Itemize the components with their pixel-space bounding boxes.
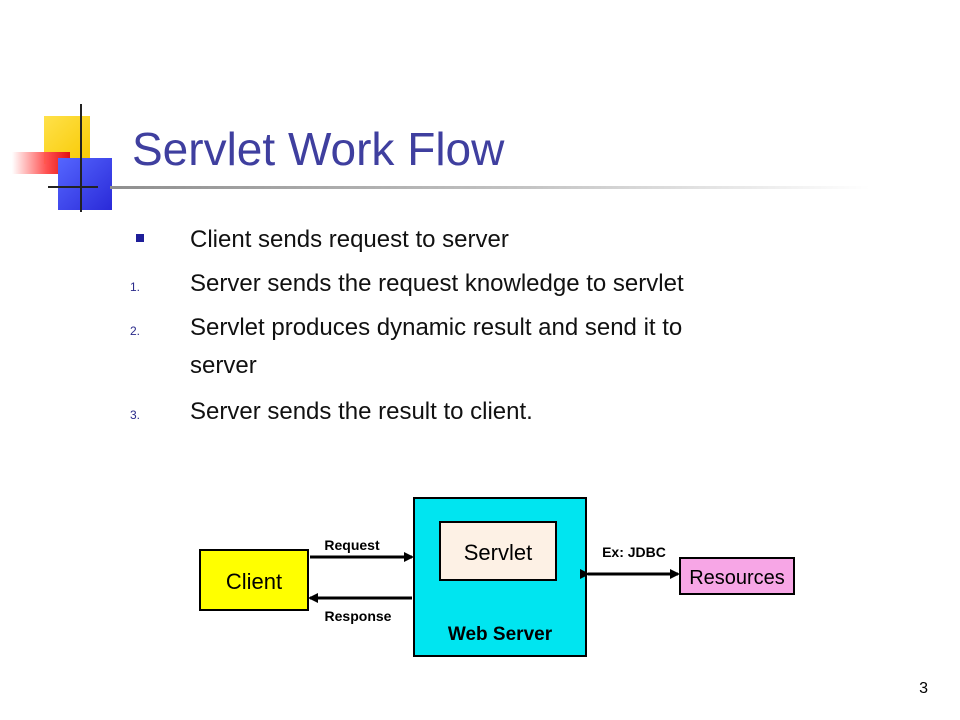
page-number: 3 bbox=[919, 680, 928, 697]
title-underline bbox=[110, 186, 870, 189]
list-item-number: 1. bbox=[130, 280, 141, 294]
logo-red-bar bbox=[12, 152, 70, 174]
client-label: Client bbox=[226, 569, 282, 594]
list-item-number: 3. bbox=[130, 408, 141, 422]
client-box bbox=[199, 549, 309, 611]
servlet-label: Servlet bbox=[464, 540, 532, 565]
list-item-text: Servlet produces dynamic result and send… bbox=[190, 314, 683, 341]
jdbc-label: Ex: JDBC bbox=[602, 544, 666, 560]
list-item-text: Client sends request to server bbox=[190, 226, 509, 253]
request-label: Request bbox=[324, 537, 380, 553]
logo-horizontal-line bbox=[48, 186, 98, 188]
logo-blue-square bbox=[58, 158, 112, 210]
list-item-text: Server sends the result to client. bbox=[190, 398, 533, 425]
resources-label: Resources bbox=[689, 567, 785, 589]
logo-vertical-line bbox=[80, 104, 82, 212]
web-server-label: Web Server bbox=[448, 624, 553, 645]
list-item-text-continued: server bbox=[190, 352, 257, 379]
servlet-box bbox=[439, 521, 557, 581]
list-item-text: Server sends the request knowledge to se… bbox=[190, 270, 684, 297]
response-label: Response bbox=[325, 608, 392, 624]
list-item-number: 2. bbox=[130, 324, 141, 338]
resources-box bbox=[679, 557, 795, 595]
square-bullet-icon bbox=[136, 234, 144, 242]
slide-title: Servlet Work Flow bbox=[132, 123, 505, 175]
